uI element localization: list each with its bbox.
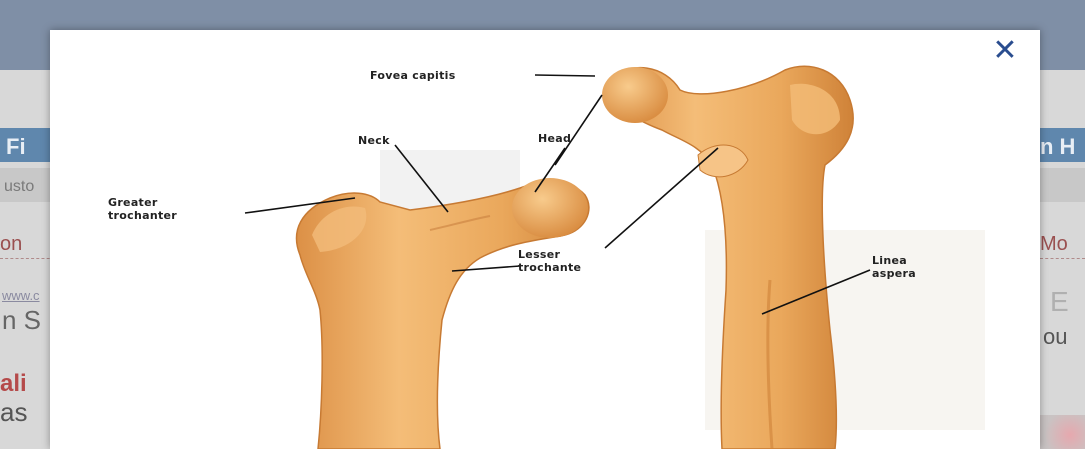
background-image-thumb [1040,415,1085,449]
background-url: www.c [2,288,40,303]
label-linea-aspera: Linea aspera [872,254,916,280]
background-search-text: usto [4,178,34,196]
background-link-left: on [0,233,22,256]
background-bold-text: ali [0,370,27,398]
image-lightbox: Fovea capitis Neck Head Greater trochant… [50,30,1040,449]
label-neck: Neck [358,134,390,147]
leader-fovea [535,75,595,76]
leader-lesser-to-posterior [605,148,718,248]
label-head: Head [538,132,571,145]
leader-fovea-to-head [555,95,602,165]
label-fovea-capitis: Fovea capitis [370,69,456,82]
background-nav-text-left: Fi [6,134,26,160]
label-greater-trochanter: Greater trochanter [108,196,177,222]
background-text-line-2: as [0,397,27,428]
background-link-right: Mo [1040,233,1068,256]
close-icon[interactable]: ✕ [992,38,1018,64]
background-nav-text-right: n H [1040,134,1075,160]
femur-posterior [602,66,853,449]
femur-illustration [50,30,1040,449]
label-lesser-trochanter: Lesser trochante [518,248,581,274]
background-divider-right [1040,258,1085,259]
background-text-right: ou [1043,324,1067,350]
background-text-line: n S [2,305,41,336]
femur-anterior [297,178,589,449]
background-letter: E [1050,286,1069,318]
